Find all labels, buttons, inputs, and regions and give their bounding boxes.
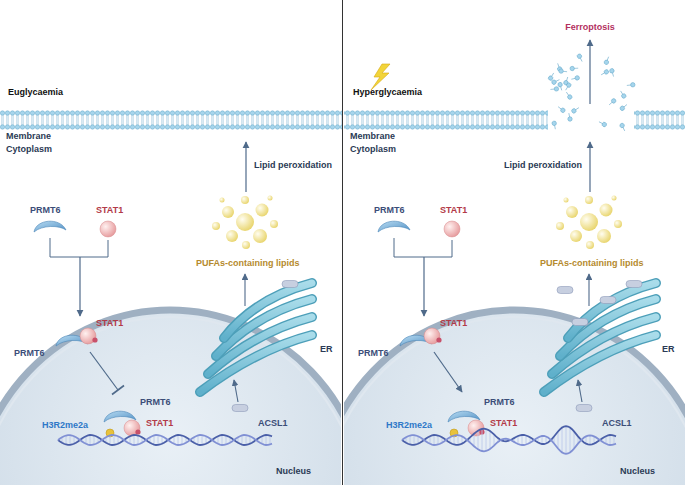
protein-label: STAT1	[440, 318, 467, 329]
arrow	[589, 40, 590, 104]
nucleus	[0, 310, 341, 485]
protein-label: PRMT6	[14, 348, 45, 359]
dna-helix	[402, 426, 616, 454]
arrow	[245, 142, 246, 192]
stat1-protein	[100, 221, 116, 237]
protein-label: ACSL1	[258, 418, 288, 429]
acsl1-protein	[282, 281, 298, 288]
arrow	[234, 380, 238, 402]
organelle-label: Nucleus	[620, 466, 655, 477]
organelle-label: ER	[320, 344, 333, 355]
panel-title: Hyperglycaemia	[353, 87, 685, 97]
process-label: Lipid peroxidation	[254, 160, 332, 171]
arrow	[244, 274, 245, 306]
stat1-protein	[124, 420, 140, 436]
organelle-label: ER	[662, 344, 675, 355]
dna-helix	[58, 435, 272, 445]
panel-title: Euglycaemia	[8, 87, 342, 97]
region-label: Membrane	[6, 131, 51, 142]
region-label: Cytoplasm	[6, 144, 52, 155]
bracket	[50, 238, 108, 257]
pufa-lipids	[212, 196, 278, 250]
membrane-band	[0, 110, 342, 130]
acsl1-protein	[557, 287, 573, 294]
endoplasmic-reticulum	[200, 283, 312, 392]
protein-label: STAT1	[96, 205, 123, 216]
lightning-symbol	[371, 64, 390, 90]
condition-panel: Euglycaemia	[0, 0, 342, 485]
protein-label: STAT1	[146, 418, 173, 429]
region-label: Cytoplasm	[350, 144, 396, 155]
arrow	[434, 352, 462, 392]
condition-panel: Hyperglycaemia	[344, 0, 685, 485]
protein-label: STAT1	[440, 205, 467, 216]
membrane-fragments	[548, 53, 636, 132]
arrow	[79, 257, 80, 316]
lipid-label: PUFAs-containing lipids	[540, 258, 644, 269]
protein-label: PRMT6	[30, 205, 61, 216]
region-label: Membrane	[350, 131, 395, 142]
outcome-label: Ferroptosis	[565, 22, 615, 33]
histone-mark-label: H3R2me2a	[386, 420, 432, 431]
acsl1-protein	[600, 297, 616, 304]
panel-divider	[342, 0, 343, 485]
acsl1-protein	[232, 405, 248, 412]
protein-label: PRMT6	[374, 205, 405, 216]
organelle-label: Nucleus	[276, 466, 311, 477]
membrane-rupture	[548, 106, 634, 134]
prmt6-protein	[34, 221, 66, 232]
inhibition-line	[90, 352, 118, 390]
protein-label: PRMT6	[140, 397, 171, 408]
histone-mark-label: H3R2me2a	[42, 420, 88, 431]
protein-label: STAT1	[96, 318, 123, 329]
acsl1-protein	[572, 319, 588, 326]
protein-label: PRMT6	[358, 348, 389, 359]
lipid-label: PUFAs-containing lipids	[196, 258, 300, 269]
protein-label: PRMT6	[484, 397, 515, 408]
protein-label: ACSL1	[602, 418, 632, 429]
protein-label: STAT1	[490, 418, 517, 429]
process-label: Lipid peroxidation	[504, 160, 582, 171]
